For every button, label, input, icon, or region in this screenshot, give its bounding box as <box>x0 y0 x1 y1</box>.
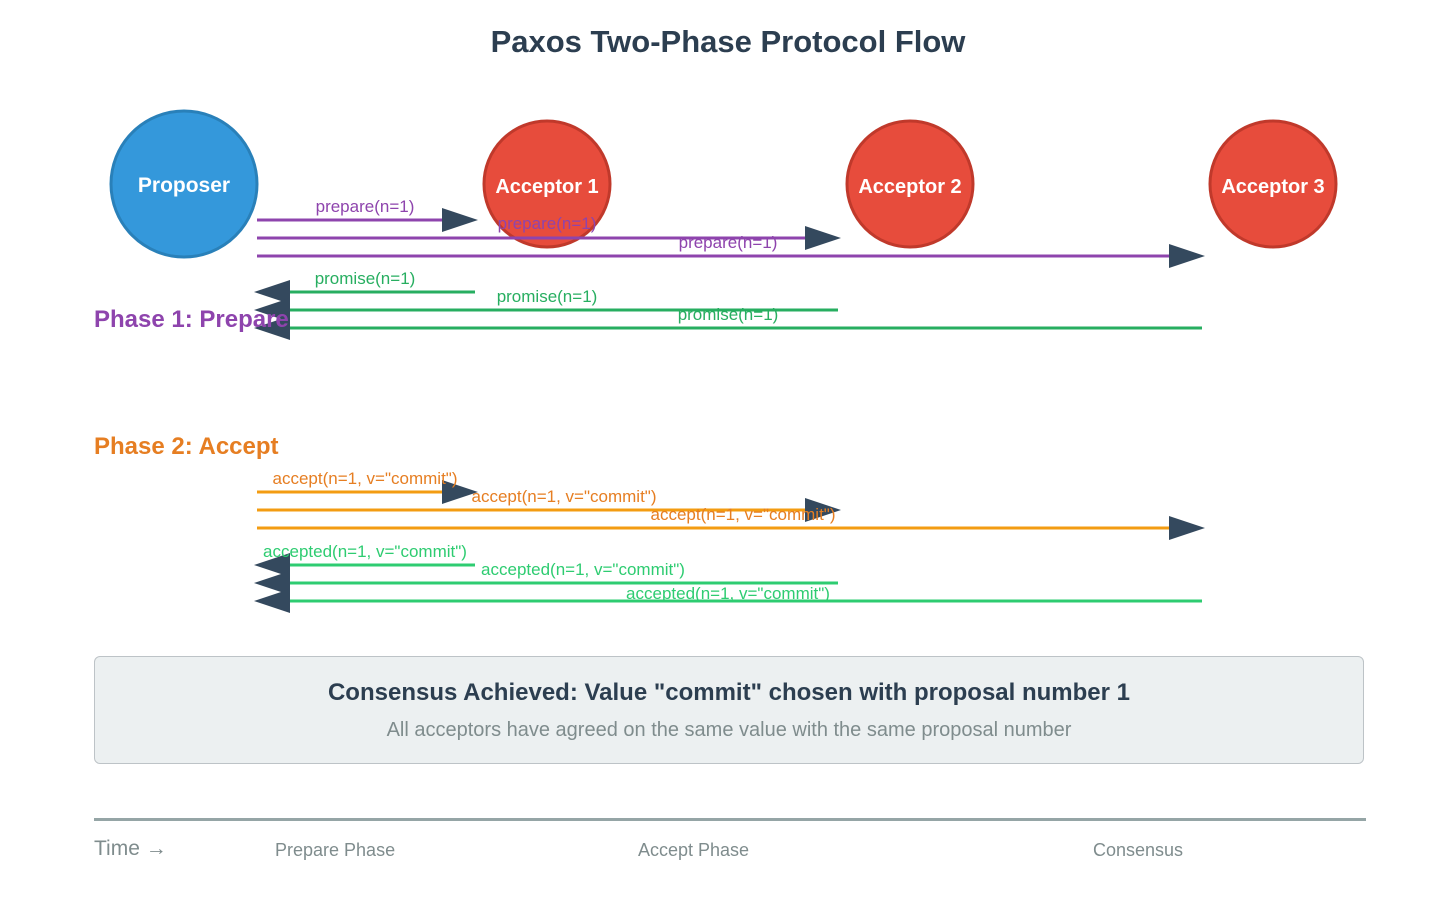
promise-message-2: promise(n=1) <box>254 287 838 322</box>
consensus-summary-box: Consensus Achieved: Value "commit" chose… <box>94 656 1364 764</box>
accept-label-3: accept(n=1, v="commit") <box>651 505 836 524</box>
timeline-consensus: Consensus <box>1093 840 1184 860</box>
promise-message-3: promise(n=1) <box>254 305 1202 340</box>
promise-label-3: promise(n=1) <box>678 305 779 324</box>
arrowhead-left <box>254 571 290 595</box>
prepare-label-2: prepare(n=1) <box>498 214 597 233</box>
phase1-heading: Phase 1: Prepare <box>94 306 289 333</box>
consensus-subtitle: All acceptors have agreed on the same va… <box>386 719 1072 741</box>
arrowhead-left <box>254 280 290 304</box>
accepted-message-2: accepted(n=1, v="commit") <box>254 560 838 595</box>
arrowhead-right <box>1169 244 1205 268</box>
promise-message-1: promise(n=1) <box>254 269 475 304</box>
prepare-message-1: prepare(n=1) <box>257 197 478 232</box>
promise-label-1: promise(n=1) <box>315 269 416 288</box>
accept-message-1: accept(n=1, v="commit") <box>257 469 478 504</box>
acceptor2-circle <box>845 119 975 249</box>
prepare-message-3: prepare(n=1) <box>257 233 1205 268</box>
prepare-label-1: prepare(n=1) <box>316 197 415 216</box>
accepted-label-2: accepted(n=1, v="commit") <box>481 560 685 579</box>
accepted-message-1: accepted(n=1, v="commit") <box>254 542 475 577</box>
proposer-node: Proposer <box>109 109 259 259</box>
proposer-circle <box>109 109 259 259</box>
acceptor2-node: Acceptor 2 <box>845 119 975 249</box>
arrowhead-left <box>254 316 290 340</box>
acceptor1-circle <box>482 119 612 249</box>
accept-message-3: accept(n=1, v="commit") <box>257 505 1205 540</box>
accepted-message-3: accepted(n=1, v="commit") <box>254 584 1202 613</box>
prepare-label-3: prepare(n=1) <box>679 233 778 252</box>
acceptor3-label: Acceptor 3 <box>1221 176 1324 198</box>
arrowhead-right <box>442 480 478 504</box>
arrowhead-right <box>442 208 478 232</box>
arrowhead-left <box>254 298 290 322</box>
accept-label-1: accept(n=1, v="commit") <box>273 469 458 488</box>
phase2-heading: Phase 2: Accept <box>94 433 279 460</box>
timeline-accept-phase: Accept Phase <box>638 840 750 860</box>
diagram-title: Paxos Two-Phase Protocol Flow <box>490 24 966 59</box>
arrowhead-right <box>1169 516 1205 540</box>
accepted-label-3: accepted(n=1, v="commit") <box>626 584 830 603</box>
prepare-message-2: prepare(n=1) <box>257 214 841 250</box>
timeline-time-label: Time → <box>94 837 167 860</box>
acceptor1-node: Acceptor 1 <box>482 119 612 249</box>
acceptor2-label: Acceptor 2 <box>858 176 961 198</box>
timeline-axis <box>94 818 1366 821</box>
acceptor3-circle <box>1208 119 1338 249</box>
acceptor1-label: Acceptor 1 <box>495 176 598 198</box>
accepted-label-1: accepted(n=1, v="commit") <box>263 542 467 561</box>
arrowhead-left <box>254 589 290 613</box>
arrowhead-left <box>254 553 290 577</box>
acceptor3-node: Acceptor 3 <box>1208 119 1338 249</box>
accept-message-2: accept(n=1, v="commit") <box>257 487 841 522</box>
accept-label-2: accept(n=1, v="commit") <box>472 487 657 506</box>
arrowhead-right <box>805 498 841 522</box>
consensus-title: Consensus Achieved: Value "commit" chose… <box>327 679 1131 706</box>
promise-label-2: promise(n=1) <box>497 287 598 306</box>
timeline-prepare-phase: Prepare Phase <box>275 840 396 860</box>
arrowhead-right <box>805 226 841 250</box>
proposer-label: Proposer <box>138 174 230 197</box>
